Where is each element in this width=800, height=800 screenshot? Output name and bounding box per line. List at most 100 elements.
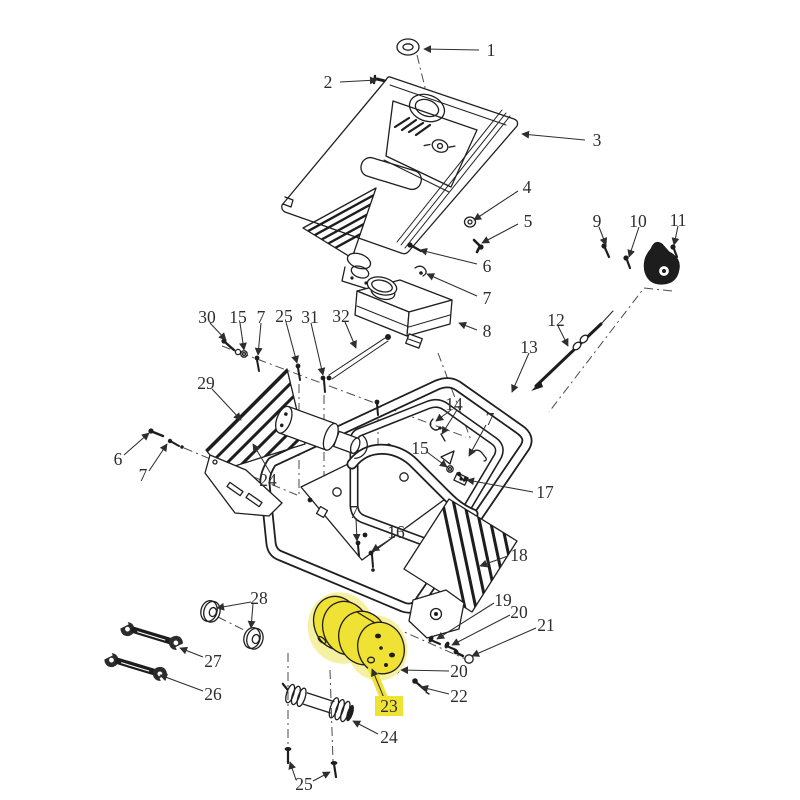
callout-6a[interactable]: 6	[483, 256, 492, 276]
callout-23[interactable]: 23	[380, 696, 398, 716]
part-control-rod-12	[531, 310, 614, 391]
callout-28-leader	[247, 603, 256, 629]
cover-latch	[423, 139, 456, 153]
callout-10[interactable]: 10	[629, 211, 647, 231]
callout-15a[interactable]: 15	[229, 307, 247, 327]
callout-9[interactable]: 9	[593, 211, 602, 231]
callout-28-leader	[216, 601, 252, 611]
callout-2-leader	[339, 76, 378, 85]
part-bolt-9	[601, 243, 611, 259]
part-bottom-bracket	[408, 589, 465, 639]
callout-12[interactable]: 12	[547, 310, 565, 330]
callout-7e-leader	[352, 517, 361, 542]
callout-19-leader	[436, 602, 495, 640]
callout-25b-leader	[312, 771, 331, 782]
callout-3[interactable]: 3	[593, 130, 602, 150]
callout-29[interactable]: 29	[197, 373, 215, 393]
callout-25b-leader	[288, 761, 297, 781]
part-clip-7-top	[414, 265, 427, 277]
callout-15b[interactable]: 15	[411, 438, 429, 458]
part-washer-4	[463, 216, 477, 228]
callout-27[interactable]: 27	[204, 651, 222, 671]
callout-26-leader	[159, 673, 204, 692]
part-guard-29	[204, 368, 306, 517]
callout-24a-leader	[252, 443, 272, 475]
callout-1[interactable]: 1	[487, 40, 496, 60]
callout-8-leader	[458, 321, 478, 331]
callout-10-leader	[627, 226, 640, 258]
callout-7c-leader	[468, 424, 487, 457]
callout-31-leader	[310, 322, 326, 376]
callout-24a[interactable]: 24	[259, 470, 277, 490]
callout-16[interactable]: 16	[387, 522, 405, 542]
callout-11[interactable]: 11	[670, 210, 687, 230]
part-retainer-ring-1	[396, 38, 420, 56]
part-throttle-lever-11	[643, 241, 680, 285]
part-coupling-23-highlighted	[307, 592, 408, 681]
callout-29-leader	[211, 388, 242, 421]
callout-25b[interactable]: 25	[295, 774, 313, 794]
callout-4-leader	[473, 190, 519, 221]
fuel-cap	[366, 276, 398, 296]
callout-31[interactable]: 31	[301, 307, 319, 327]
callout-22[interactable]: 22	[450, 686, 468, 706]
callout-15a-leader	[239, 322, 247, 351]
part-fuel-tank-8	[354, 276, 453, 349]
callout-6b[interactable]: 6	[114, 449, 123, 469]
callout-2[interactable]: 2	[324, 72, 333, 92]
callout-7c[interactable]: 7	[486, 409, 495, 429]
tank-outlet	[405, 333, 423, 349]
callout-30[interactable]: 30	[198, 307, 216, 327]
part-bushings-28	[200, 599, 264, 650]
callout-27-leader	[179, 646, 204, 658]
callout-3-leader	[521, 130, 586, 141]
callout-7d[interactable]: 7	[139, 465, 148, 485]
callout-28[interactable]: 28	[250, 588, 268, 608]
callout-20a-leader	[451, 614, 511, 646]
callout-7b[interactable]: 7	[257, 307, 266, 327]
callout-8[interactable]: 8	[483, 321, 492, 341]
cover-vent-stripes	[393, 116, 432, 137]
callout-25a-leader	[285, 321, 299, 364]
part-link-rod-32	[326, 334, 391, 381]
callout-14[interactable]: 14	[445, 394, 463, 414]
callout-9-leader	[598, 226, 608, 246]
callout-19[interactable]: 19	[494, 590, 512, 610]
callout-17[interactable]: 17	[536, 482, 554, 502]
callout-21-leader	[471, 627, 537, 657]
part-bolt-22	[412, 678, 430, 695]
callout-7b-leader	[254, 322, 263, 356]
callout-23-label-highlight	[375, 696, 403, 716]
callout-4[interactable]: 4	[523, 177, 532, 197]
callout-13[interactable]: 13	[520, 337, 538, 357]
callout-17-leader	[466, 477, 534, 493]
part-bolts-25	[284, 747, 338, 779]
callout-7a-leader	[426, 273, 478, 297]
part-bolts-6-7-left	[148, 428, 184, 449]
callout-13-leader	[511, 352, 530, 393]
callout-18[interactable]: 18	[510, 545, 528, 565]
callout-18-leader	[479, 555, 509, 568]
part-bolt-10	[623, 255, 632, 270]
callout-5[interactable]: 5	[524, 211, 533, 231]
callout-26[interactable]: 26	[204, 684, 222, 704]
part-bolts-19-20-21	[428, 635, 474, 664]
callout-6a-leader	[419, 247, 478, 265]
callout-23-leader	[371, 668, 385, 699]
callout-7e[interactable]: 7	[350, 502, 359, 522]
callout-7a[interactable]: 7	[483, 288, 492, 308]
callout-21[interactable]: 21	[537, 615, 555, 635]
callout-24b[interactable]: 24	[380, 727, 398, 747]
callout-30-leader	[209, 322, 227, 341]
callout-25a[interactable]: 25	[275, 306, 293, 326]
callout-20b[interactable]: 20	[450, 661, 468, 681]
part-roller-24	[275, 405, 368, 460]
callout-20b-leader	[400, 666, 450, 675]
callout-15b-leader	[426, 451, 448, 468]
callout-20a[interactable]: 20	[510, 602, 528, 622]
callout-5-leader	[481, 223, 519, 244]
callout-32[interactable]: 32	[332, 306, 350, 326]
